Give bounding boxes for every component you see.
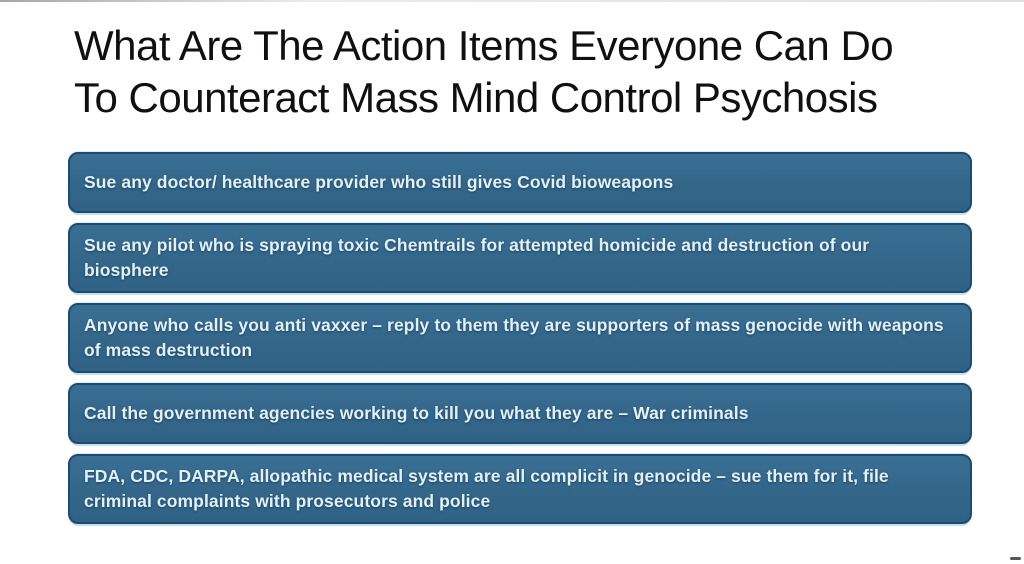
action-item-list: Sue any doctor/ healthcare provider who … <box>68 152 972 524</box>
corner-artifact-mark <box>1010 557 1021 560</box>
action-item-box-3: Anyone who calls you anti vaxxer – reply… <box>68 303 972 373</box>
action-item-text: Anyone who calls you anti vaxxer – reply… <box>84 315 944 360</box>
action-item-box-2: Sue any pilot who is spraying toxic Chem… <box>68 223 972 293</box>
action-item-text: Call the government agencies working to … <box>84 403 749 423</box>
action-item-box-4: Call the government agencies working to … <box>68 383 972 444</box>
slide-title: What Are The Action Items Everyone Can D… <box>0 0 1024 124</box>
action-item-box-1: Sue any doctor/ healthcare provider who … <box>68 152 972 213</box>
action-item-box-5: FDA, CDC, DARPA, allopathic medical syst… <box>68 454 972 524</box>
action-item-text: Sue any doctor/ healthcare provider who … <box>84 172 674 192</box>
action-item-text: FDA, CDC, DARPA, allopathic medical syst… <box>84 466 889 511</box>
action-item-text: Sue any pilot who is spraying toxic Chem… <box>84 235 870 280</box>
slide-top-edge <box>0 0 1024 2</box>
slide-title-line-1: What Are The Action Items Everyone Can D… <box>74 22 894 69</box>
slide-title-line-2: To Counteract Mass Mind Control Psychosi… <box>74 74 878 121</box>
